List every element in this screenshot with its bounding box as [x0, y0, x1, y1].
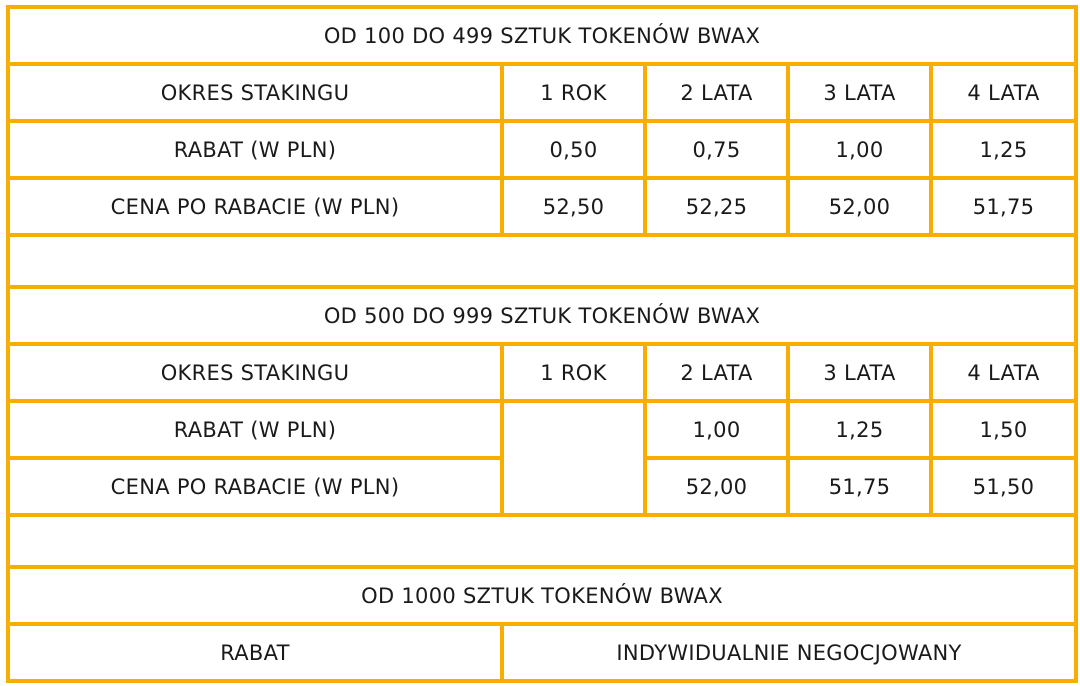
tier1-discount-row: RABAT (W PLN) 0,50 0,75 1,00 1,25 [6, 119, 1079, 180]
tier1-discount-label: RABAT (W PLN) [6, 119, 504, 180]
tier2-discount-row: RABAT (W PLN) 1,00 1,25 1,50 [6, 399, 1079, 517]
tier1-price-2: 52,25 [643, 176, 790, 237]
tier1-price-3: 52,00 [786, 176, 933, 237]
tier1-discount-4: 1,25 [928, 119, 1079, 180]
tier1-discount-1: 0,50 [500, 119, 647, 180]
tier2-discount-label: RABAT (W PLN) [6, 399, 504, 460]
tier2-period-1: 1 ROK [500, 342, 647, 403]
spacer-row [5, 233, 1079, 289]
tier2-discount-3: 1,25 [786, 399, 933, 460]
tier2-period-4: 4 LATA [928, 342, 1079, 403]
tier2-title-row: OD 500 DO 999 SZTUK TOKENÓW BWAX [5, 285, 1079, 346]
tier3-title-row: OD 1000 SZTUK TOKENÓW BWAX [5, 565, 1079, 626]
tier1-discount-2: 0,75 [643, 119, 790, 180]
tier1-title-row: OD 100 DO 499 SZTUK TOKENÓW BWAX [5, 5, 1079, 66]
tier2-period-row: OKRES STAKINGU 1 ROK 2 LATA 3 LATA 4 LAT… [6, 342, 1079, 403]
tier3-discount-value: INDYWIDUALNIE NEGOCJOWANY [499, 622, 1079, 683]
tier2-title: OD 500 DO 999 SZTUK TOKENÓW BWAX [5, 285, 1079, 346]
tier1-discount-3: 1,00 [786, 119, 933, 180]
tier2-discount-2: 1,00 [643, 399, 790, 460]
spacer-row [5, 513, 1079, 569]
tier2-price-4: 51,50 [928, 456, 1079, 517]
tier2-1year-empty-cell [500, 399, 647, 517]
tier2-period-2: 2 LATA [643, 342, 790, 403]
tier2-period-3: 3 LATA [786, 342, 933, 403]
tier1-period-2: 2 LATA [643, 62, 790, 123]
pricing-table: OD 100 DO 499 SZTUK TOKENÓW BWAX OKRES S… [5, 5, 1079, 683]
tier1-price-1: 52,50 [500, 176, 647, 237]
tier2-price-label: CENA PO RABACIE (W PLN) [6, 456, 504, 517]
spacer-cell [5, 513, 1079, 569]
tier1-period-1: 1 ROK [500, 62, 647, 123]
spacer-cell [5, 233, 1079, 289]
tier2-price-row: CENA PO RABACIE (W PLN) 52,00 51,75 51,5… [6, 456, 1079, 517]
tier1-period-label: OKRES STAKINGU [6, 62, 504, 123]
tier1-title: OD 100 DO 499 SZTUK TOKENÓW BWAX [5, 5, 1079, 66]
tier3-discount-row: RABAT INDYWIDUALNIE NEGOCJOWANY [6, 622, 1079, 683]
tier2-discount-4: 1,50 [928, 399, 1079, 460]
tier1-price-4: 51,75 [928, 176, 1079, 237]
tier2-price-2: 52,00 [643, 456, 790, 517]
tier3-discount-label: RABAT [6, 622, 504, 683]
tier1-period-3: 3 LATA [786, 62, 933, 123]
tier3-title: OD 1000 SZTUK TOKENÓW BWAX [5, 565, 1079, 626]
tier1-price-row: CENA PO RABACIE (W PLN) 52,50 52,25 52,0… [6, 176, 1079, 237]
tier1-period-4: 4 LATA [928, 62, 1079, 123]
tier2-price-3: 51,75 [786, 456, 933, 517]
tier2-period-label: OKRES STAKINGU [6, 342, 504, 403]
tier1-price-label: CENA PO RABACIE (W PLN) [6, 176, 504, 237]
tier1-period-row: OKRES STAKINGU 1 ROK 2 LATA 3 LATA 4 LAT… [6, 62, 1079, 123]
